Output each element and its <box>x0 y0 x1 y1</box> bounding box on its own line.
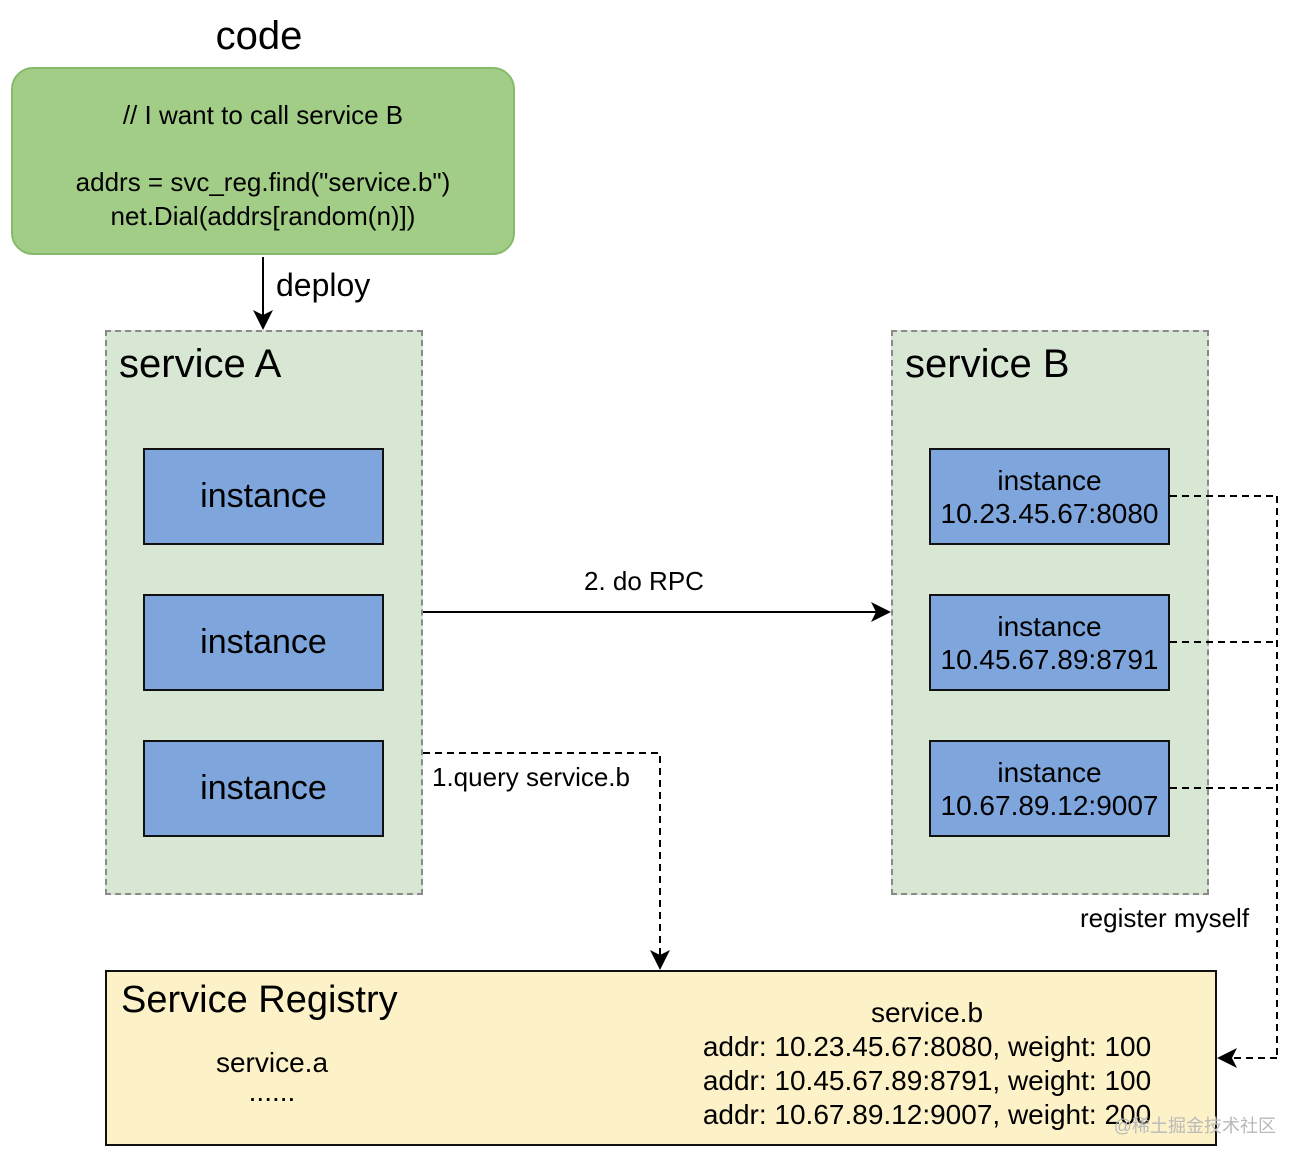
deploy-label: deploy <box>276 267 371 303</box>
service-registry-box: Service Registry service.a ...... servic… <box>105 970 1217 1146</box>
service-a-title: service A <box>119 342 282 386</box>
watermark: @稀土掘金技术社区 <box>1113 1116 1276 1136</box>
registry-ellipsis: ...... <box>248 1076 296 1107</box>
code-box: // I want to call service B addrs = svc_… <box>11 67 515 255</box>
service-b-title: service B <box>905 342 1070 386</box>
instance-address: 10.23.45.67:8080 <box>940 498 1159 529</box>
code-title: code <box>215 14 303 58</box>
rpc-arrowhead <box>871 602 891 622</box>
registry-entry-1: addr: 10.23.45.67:8080, weight: 100 <box>702 1031 1152 1062</box>
service-registry-title: Service Registry <box>121 979 398 1021</box>
register-arrowhead <box>1217 1048 1237 1068</box>
registry-service-b: service.b <box>870 997 984 1028</box>
code-dial-line: net.Dial(addrs[random(n)]) <box>110 201 416 231</box>
service-b-instance-2: instance 10.45.67.89:8791 <box>929 594 1170 691</box>
register-label: register myself <box>1080 903 1250 933</box>
rpc-label: 2. do RPC <box>584 566 704 596</box>
deploy-arrowhead <box>253 310 273 330</box>
instance-label: instance <box>997 465 1102 496</box>
code-comment-line: // I want to call service B <box>122 100 404 130</box>
code-find-line: addrs = svc_reg.find("service.b") <box>75 167 451 197</box>
registry-entry-3: addr: 10.67.89.12:9007, weight: 200 <box>702 1099 1152 1130</box>
service-b-instance-3: instance 10.67.89.12:9007 <box>929 740 1170 837</box>
query-arrowhead <box>650 950 670 970</box>
instance-address: 10.45.67.89:8791 <box>940 644 1159 675</box>
service-b-instance-1: instance 10.23.45.67:8080 <box>929 448 1170 545</box>
service-a-instance-1: instance <box>143 448 384 545</box>
service-a-instance-2: instance <box>143 594 384 691</box>
instance-label: instance <box>997 757 1102 788</box>
instance-address: 10.67.89.12:9007 <box>940 790 1159 821</box>
service-a-instance-3: instance <box>143 740 384 837</box>
registry-entry-2: addr: 10.45.67.89:8791, weight: 100 <box>702 1065 1152 1096</box>
registry-service-a: service.a <box>215 1047 329 1078</box>
query-label: 1.query service.b <box>432 762 630 792</box>
instance-label: instance <box>997 611 1102 642</box>
